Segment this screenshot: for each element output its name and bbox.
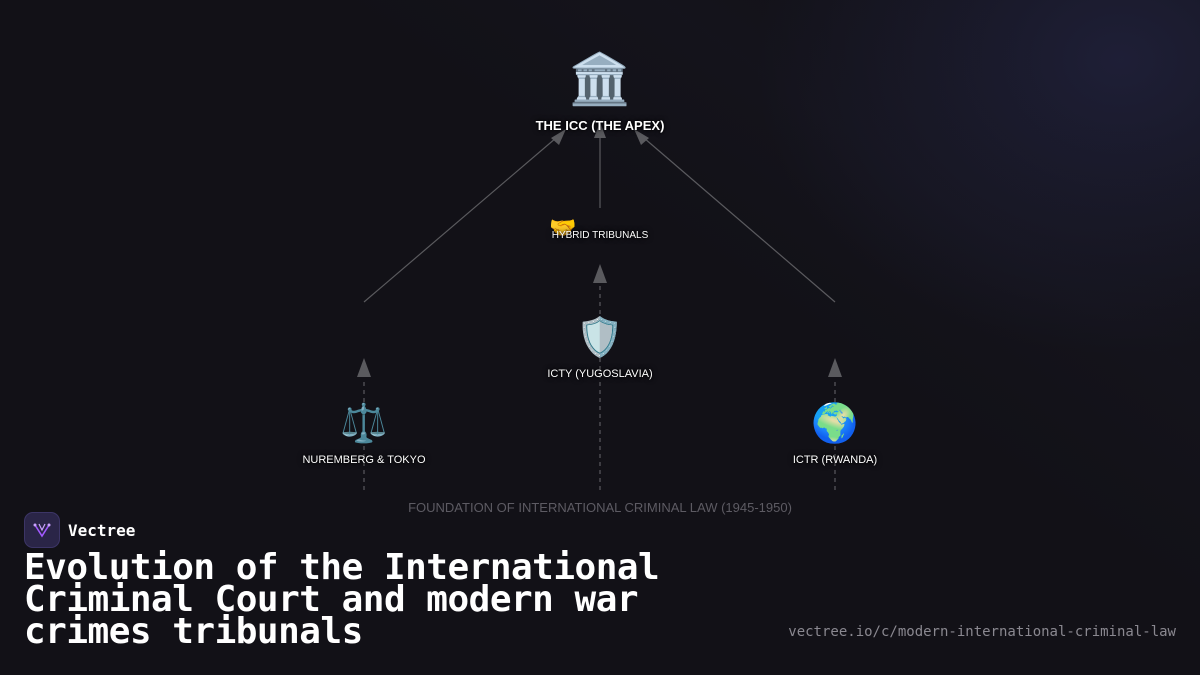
node-hybrid-tribunals[interactable]: 🤝 HYBRID TRIBUNALS xyxy=(530,218,670,242)
page-url[interactable]: vectree.io/c/modern-international-crimin… xyxy=(788,624,1176,640)
arrowhead-hybrid-to-icc xyxy=(594,122,606,138)
node-ictr[interactable]: 🌍 ICTR (RWANDA) xyxy=(765,404,905,466)
arrowhead-nuremberg-to-icc xyxy=(551,129,566,145)
arrowhead-icty-to-hybrid xyxy=(593,264,607,283)
arrowhead-foundation-to-nuremberg xyxy=(357,358,371,377)
page-title: Evolution of the International Criminal … xyxy=(24,547,660,652)
node-nuremberg-tokyo-label: NUREMBERG & TOKYO xyxy=(302,454,426,466)
edge-ictr-to-icc xyxy=(636,131,836,303)
edge-nuremberg-to-icc xyxy=(363,131,564,303)
node-icty-label: ICTY (YUGOSLAVIA) xyxy=(547,368,653,380)
handshake-icon: 🤝 xyxy=(549,216,577,241)
node-icty[interactable]: 🛡️ ICTY (YUGOSLAVIA) xyxy=(525,318,675,380)
brand-name: Vectree xyxy=(68,520,136,540)
globe-africa-icon: 🌍 xyxy=(811,401,859,445)
node-icc-label: THE ICC (THE APEX) xyxy=(535,118,665,133)
arrowhead-foundation-to-ictr xyxy=(828,358,842,377)
node-ictr-label: ICTR (RWANDA) xyxy=(792,454,878,466)
arrowhead-ictr-to-icc xyxy=(634,129,649,145)
brand[interactable]: Vectree xyxy=(24,512,135,548)
shield-icon: 🛡️ xyxy=(576,315,624,359)
node-icc[interactable]: 🏛️ THE ICC (THE APEX) xyxy=(500,54,700,133)
vectree-logo-icon xyxy=(24,512,60,548)
foundation-label: FOUNDATION OF INTERNATIONAL CRIMINAL LAW… xyxy=(408,500,792,515)
balance-scale-icon: ⚖️ xyxy=(340,401,388,445)
classical-building-icon: 🏛️ xyxy=(568,50,632,108)
node-nuremberg-tokyo[interactable]: ⚖️ NUREMBERG & TOKYO xyxy=(284,404,444,466)
node-hybrid-tribunals-label: HYBRID TRIBUNALS xyxy=(551,230,649,241)
